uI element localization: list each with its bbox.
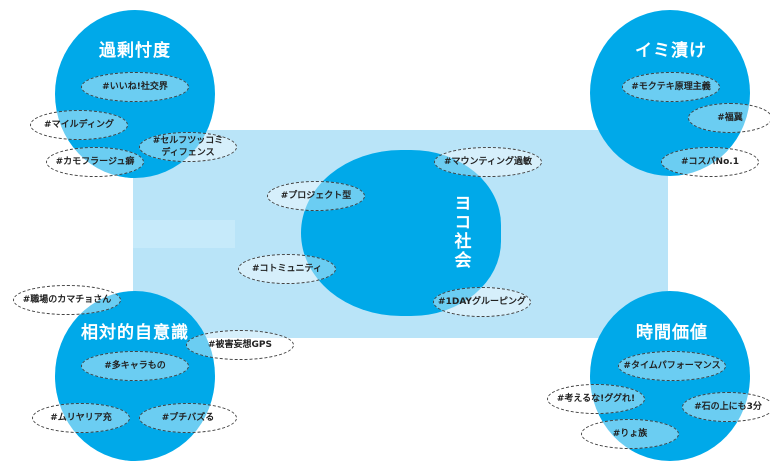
title-bottom-left: 相対的自意識 <box>81 323 189 343</box>
tag: #福冀 <box>688 103 770 133</box>
tag: #ムリヤリア充 <box>32 403 130 433</box>
title-top-right: イミ漬け <box>635 41 707 61</box>
title-bottom-right: 時間価値 <box>636 323 708 343</box>
tag: #石の上にも3分 <box>682 392 770 422</box>
tag: #プチバズる <box>139 403 237 433</box>
tag: #マイルディング <box>30 110 128 140</box>
tag: #被害妄想GPS <box>186 330 294 360</box>
title-top-left: 過剰忖度 <box>99 41 171 61</box>
tag: #セルフツッコミ ディフェンス <box>139 132 237 162</box>
tag: #1DAYグルーピング <box>433 287 531 317</box>
tag: #りょ族 <box>581 419 679 449</box>
tag: #いいね!社交界 <box>81 72 189 102</box>
tag: #カモフラージュ癖 <box>46 147 144 177</box>
title-center: ヨコ社会 <box>450 194 471 270</box>
tag: #プロジェクト型 <box>267 181 365 211</box>
tag: #マウンティング過敏 <box>434 147 542 177</box>
tag: #職場のカマチョさん <box>13 285 121 315</box>
tag: #多キャラもの <box>81 351 189 381</box>
tag: #モクテキ原理主義 <box>622 72 720 102</box>
tag: #考えるな!ググれ! <box>547 384 645 414</box>
tag: #コトミュニティ <box>238 254 336 284</box>
tag: #コスパNo.1 <box>661 147 759 177</box>
tag: #タイムパフォーマンス <box>618 351 726 381</box>
band-strip <box>133 220 235 248</box>
